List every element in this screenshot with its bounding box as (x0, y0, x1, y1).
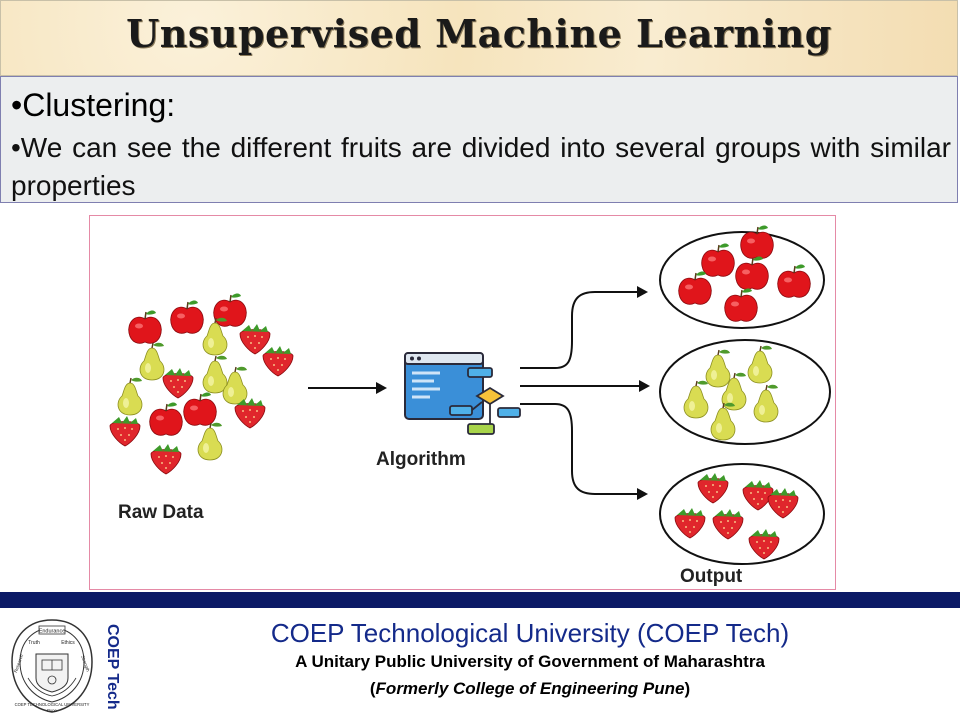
logo-text-strength: Strength (80, 655, 91, 673)
university-subtitle: A Unitary Public University of Governmen… (295, 652, 765, 671)
output-arrows (520, 291, 640, 495)
logo-text-pune: Pune (47, 708, 57, 713)
formerly-line: (Formerly College of Engineering Pune) (369, 679, 691, 698)
apple-cluster (659, 224, 825, 329)
strawberry-cluster (659, 463, 825, 565)
bullet-heading: •Clustering: (11, 87, 176, 123)
clustering-diagram (109, 224, 831, 565)
logo-text-research: Research (13, 653, 24, 673)
algorithm-icon (404, 352, 521, 435)
formerly-text: Formerly College of Engineering Pune (375, 679, 685, 698)
bullet-text: •We can see the different fruits are div… (11, 132, 951, 201)
logo-text-ethics: Ethics (61, 640, 75, 646)
title-bar: Unsupervised Machine Learning (0, 0, 958, 76)
bullet-box: •Clustering: •We can see the different f… (0, 76, 958, 203)
university-name: COEP Technological University (COEP Tech… (270, 618, 790, 648)
footer: Endurance Truth Ethics Research Strength… (0, 608, 960, 720)
output-label: Output (680, 566, 743, 587)
algorithm-label: Algorithm (376, 449, 466, 470)
raw-data-label: Raw Data (118, 502, 204, 523)
pear-cluster (659, 339, 831, 445)
clustering-figure: Raw Data Algorithm Output (89, 215, 836, 590)
footer-divider-bar (0, 592, 960, 608)
slide-title: Unsupervised Machine Learning (126, 11, 832, 56)
logo-text-endurance: Endurance (39, 629, 66, 635)
coep-tech-vertical-text: COEP Tech (104, 624, 121, 710)
coep-tech-vertical-logo: COEP Tech (104, 624, 121, 710)
arrow-to-algorithm (308, 382, 387, 394)
logo-text-truth: Truth (28, 640, 40, 646)
logo-text-university: COEP TECHNOLOGICAL UNIVERSITY (15, 702, 90, 707)
raw-data-fruits (109, 292, 294, 475)
university-seal-logo: Endurance Truth Ethics Research Strength… (11, 619, 93, 713)
